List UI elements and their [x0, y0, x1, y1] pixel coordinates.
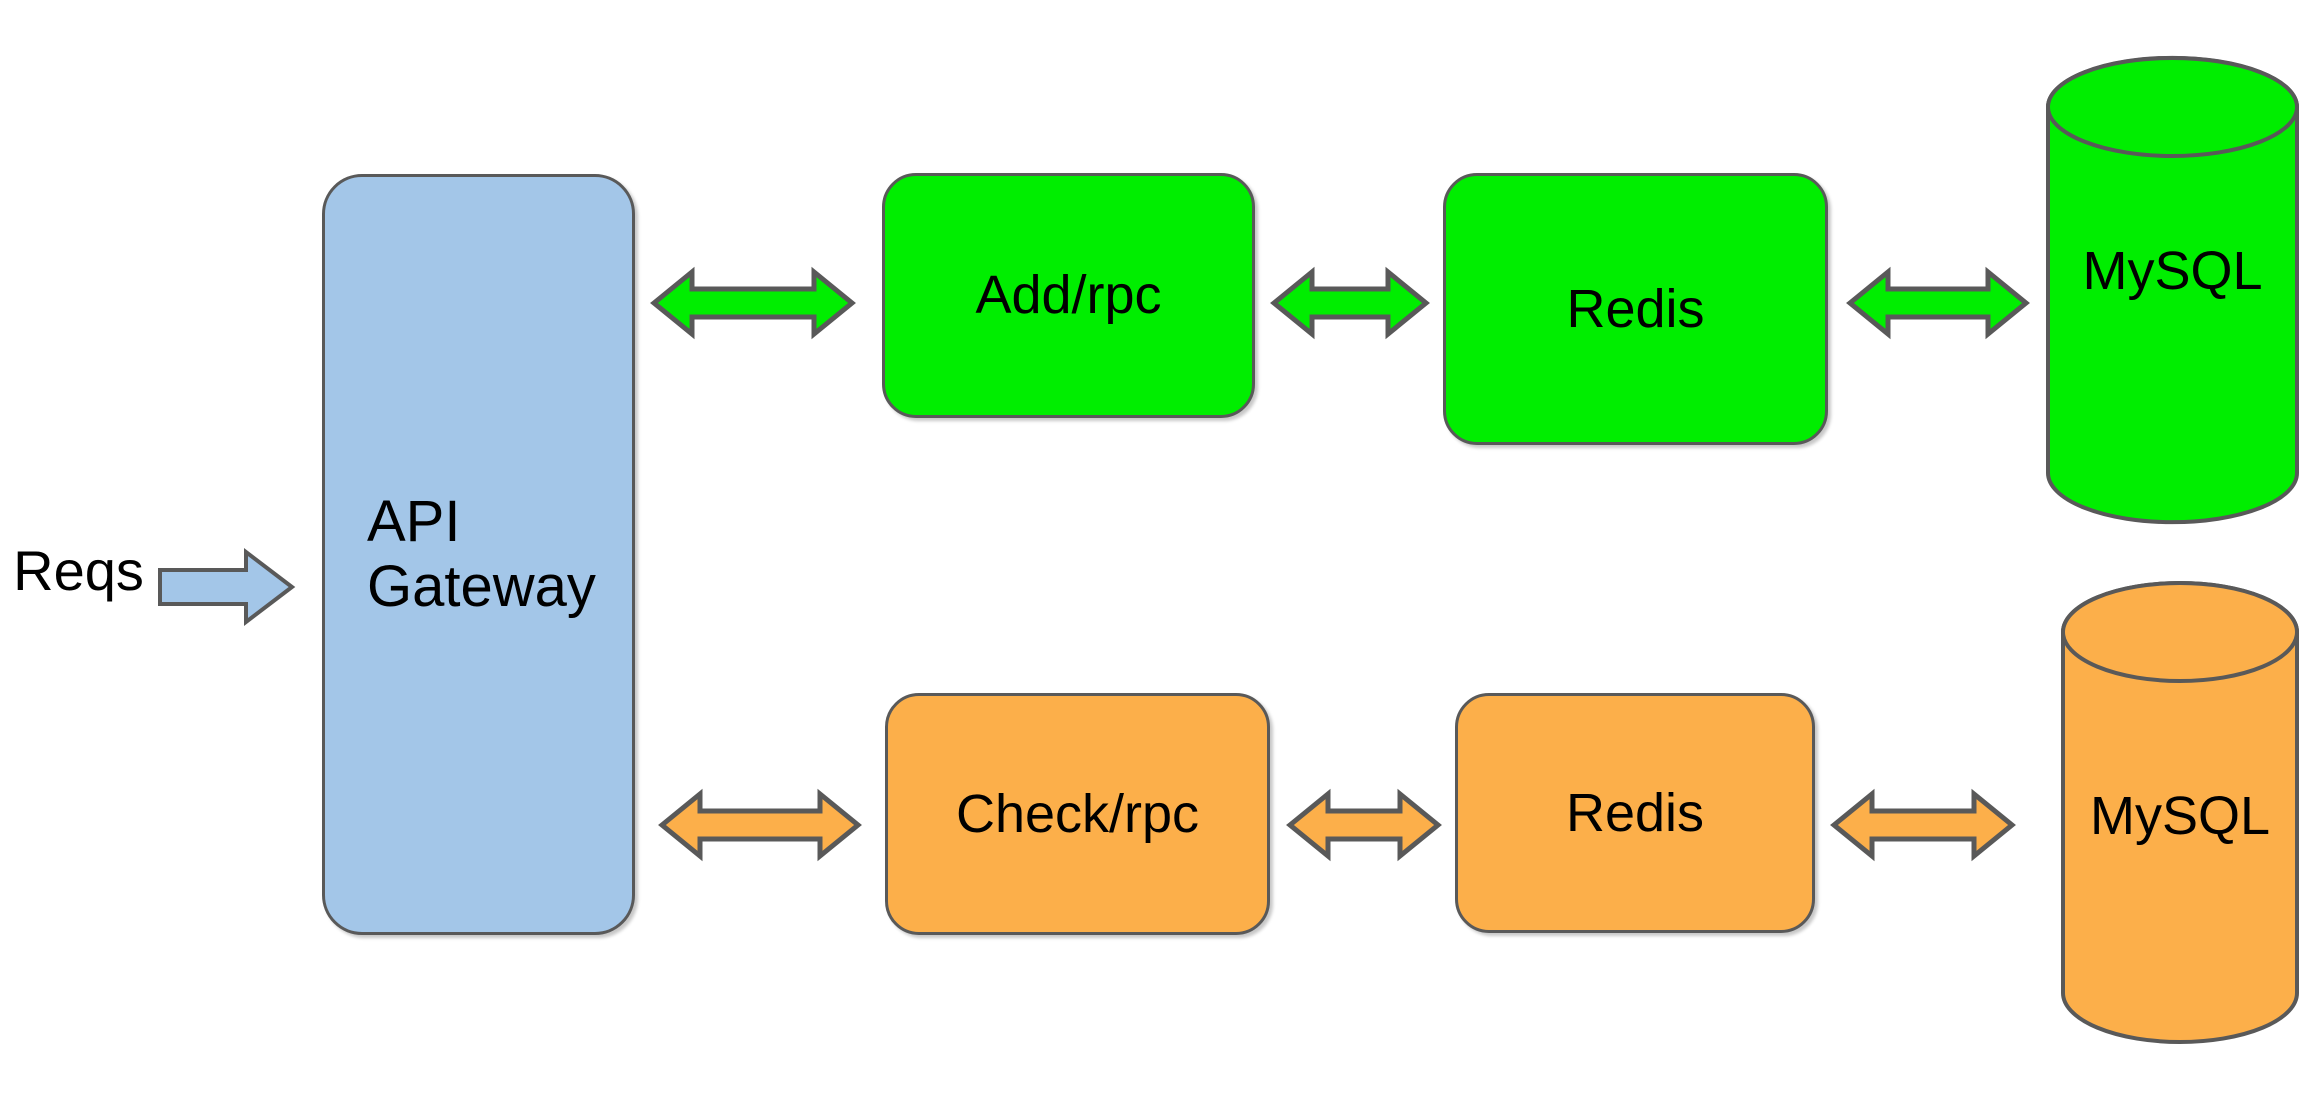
- mysql-bottom-node[interactable]: MySQL: [2060, 580, 2300, 1045]
- add-rpc-label: Add/rpc: [975, 265, 1162, 326]
- check-rpc-label: Check/rpc: [955, 783, 1200, 844]
- redis-top-node[interactable]: Redis: [1443, 173, 1828, 445]
- redis-bottom-label: Redis: [1565, 782, 1705, 843]
- double-arrow-icon-gateway-to-add: [650, 258, 856, 348]
- right-arrow-icon: [158, 547, 296, 627]
- double-arrow-icon-add-to-redis: [1270, 258, 1430, 348]
- double-arrow-icon-check-to-redis: [1286, 780, 1442, 870]
- double-arrow-icon-redis-to-mysql: [1846, 258, 2030, 348]
- reqs-label: Reqs: [13, 539, 144, 602]
- api-gateway-label: API Gateway: [367, 488, 596, 619]
- add-rpc-node[interactable]: Add/rpc: [882, 173, 1255, 418]
- redis-top-label: Redis: [1566, 278, 1705, 339]
- check-rpc-node[interactable]: Check/rpc: [885, 693, 1270, 935]
- double-arrow-icon-gateway-to-check: [658, 780, 862, 870]
- double-arrow-icon-redis-to-mysql-bottom: [1830, 780, 2016, 870]
- redis-bottom-node[interactable]: Redis: [1455, 693, 1815, 933]
- api-gateway-node[interactable]: API Gateway: [322, 174, 635, 935]
- mysql-top-node[interactable]: MySQL: [2045, 55, 2300, 525]
